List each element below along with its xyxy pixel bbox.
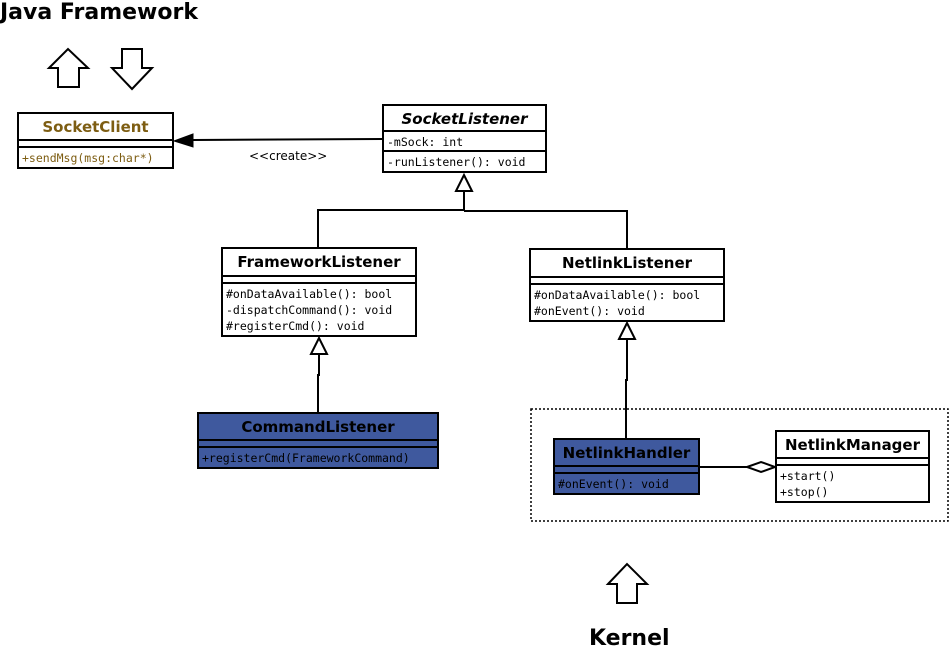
attribute-compartment — [555, 467, 698, 474]
class-name: CommandListener — [199, 414, 437, 441]
attribute-compartment: -mSock: int — [384, 132, 545, 153]
operation-compartment: #onDataAvailable(): bool -dispatchComman… — [223, 284, 415, 335]
attribute-compartment — [223, 277, 415, 284]
generalization-netlink-listener — [464, 210, 628, 249]
class-framework-listener[interactable]: FrameworkListener #onDataAvailable(): bo… — [221, 247, 417, 337]
operation: #onEvent(): void — [558, 476, 669, 491]
generalization-command-listener — [317, 354, 320, 413]
class-command-listener[interactable]: CommandListener +registerCmd(FrameworkCo… — [197, 412, 439, 469]
create-stereotype-label: <<create>> — [249, 149, 328, 163]
attribute-compartment — [531, 278, 723, 285]
class-name: SocketClient — [19, 114, 172, 141]
class-socket-listener[interactable]: SocketListener -mSock: int -runListener(… — [382, 104, 547, 173]
kernel-heading: Kernel — [589, 626, 670, 651]
operation-compartment: #onEvent(): void — [555, 474, 698, 493]
operation: +stop() — [780, 485, 829, 500]
operation: -dispatchCommand(): void — [226, 302, 393, 317]
class-name: SocketListener — [384, 106, 545, 132]
operation: #registerCmd(): void — [226, 318, 365, 333]
operation: +registerCmd(FrameworkCommand) — [202, 450, 410, 465]
class-name: NetlinkListener — [531, 250, 723, 278]
class-name: NetlinkHandler — [555, 440, 698, 467]
attribute-compartment — [19, 141, 172, 148]
down-arrow-icon — [109, 48, 155, 91]
java-framework-heading: Java Framework — [0, 0, 198, 25]
operation: -runListener(): void — [387, 155, 526, 170]
class-netlink-manager[interactable]: NetlinkManager +start() +stop() — [775, 430, 930, 503]
operation: #onEvent(): void — [534, 303, 645, 318]
class-name: NetlinkManager — [777, 432, 928, 460]
class-name: FrameworkListener — [223, 249, 415, 277]
up-arrow-icon — [605, 562, 650, 604]
operation: #onDataAvailable(): bool — [226, 286, 393, 301]
attribute: -mSock: int — [387, 134, 464, 149]
operation-compartment: +registerCmd(FrameworkCommand) — [199, 448, 437, 467]
create-arrowhead — [172, 133, 194, 148]
class-netlink-listener[interactable]: NetlinkListener #onDataAvailable(): bool… — [529, 248, 725, 322]
class-netlink-handler[interactable]: NetlinkHandler #onEvent(): void — [553, 438, 700, 495]
netlink-group-boundary — [530, 408, 949, 522]
generalization-framework-listener — [317, 191, 465, 248]
generalization-triangle — [617, 320, 637, 340]
generalization-triangle — [309, 335, 329, 355]
generalization-triangle — [454, 172, 474, 192]
up-arrow-icon — [46, 47, 91, 88]
operation-compartment: +start() +stop() — [777, 466, 928, 501]
attribute-compartment — [199, 441, 437, 448]
aggregation-diamond — [744, 460, 778, 474]
operation-compartment: -runListener(): void — [384, 152, 545, 171]
operation-compartment: +sendMsg(msg:char*) — [19, 148, 172, 167]
generalization-netlink-handler — [625, 339, 628, 439]
operation: #onDataAvailable(): bool — [534, 287, 701, 302]
create-dependency-line — [192, 138, 384, 141]
operation-compartment: #onDataAvailable(): bool #onEvent(): voi… — [531, 285, 723, 320]
class-socket-client[interactable]: SocketClient +sendMsg(msg:char*) — [17, 112, 174, 169]
operation: +sendMsg(msg:char*) — [22, 150, 154, 165]
attribute-compartment — [777, 459, 928, 467]
operation: +start() — [780, 469, 836, 484]
